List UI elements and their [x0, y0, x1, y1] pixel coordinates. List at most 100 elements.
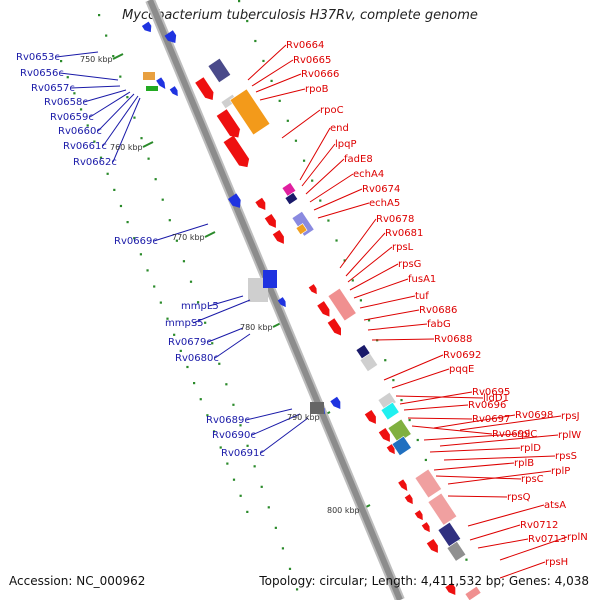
label-leader	[55, 51, 99, 58]
gene-label-reverse: Rv0690c	[212, 430, 256, 441]
tick-dot	[424, 458, 427, 462]
scale-label: 770 kbp	[172, 233, 205, 242]
label-leader	[459, 415, 562, 431]
label-leader	[208, 295, 244, 307]
gene-block	[391, 435, 412, 457]
label-leader	[423, 433, 518, 441]
tick-dot	[154, 178, 157, 181]
gene-block	[169, 86, 178, 97]
label-leader	[429, 447, 521, 453]
backbone-line	[147, 0, 403, 600]
label-leader	[371, 338, 435, 341]
label-leader	[477, 538, 529, 549]
gene-label-forward: rplN	[567, 532, 588, 543]
genome-title: Mycobacterium tuberculosis H37Rv, comple…	[122, 8, 478, 23]
tick-dot	[254, 39, 257, 43]
tick-dot	[392, 379, 395, 382]
tick-dot	[147, 157, 150, 160]
tick-dot	[416, 438, 419, 442]
gene-label-forward: end	[330, 123, 349, 134]
gene-label-reverse: mmpS5	[165, 318, 204, 329]
tick-dot	[105, 34, 108, 37]
tick-dot	[73, 92, 76, 95]
gene-label-forward: Rv0713	[528, 534, 566, 545]
gene-block	[207, 57, 232, 84]
gene-label-forward: rplD	[520, 443, 541, 454]
scale-tick	[142, 141, 154, 148]
tick-dot	[186, 365, 189, 369]
label-leader	[112, 97, 141, 163]
gene-label-forward: rpsJ	[561, 411, 580, 422]
gene-block	[295, 223, 308, 236]
tick-dot	[351, 279, 354, 282]
tick-dot	[288, 567, 292, 570]
tick-dot	[294, 139, 298, 142]
tick-dot	[335, 239, 338, 242]
tick-dot	[253, 465, 256, 468]
tick-dot	[262, 59, 265, 63]
label-leader	[469, 524, 521, 541]
tick-dot	[113, 188, 116, 191]
gene-block	[414, 510, 423, 521]
label-leader	[214, 333, 251, 359]
gene-label-reverse: Rv0660c	[58, 126, 102, 137]
gene-label-forward: Rv0686	[419, 305, 457, 316]
tick-dot	[133, 237, 136, 240]
scale-label: 780 kbp	[240, 323, 273, 332]
label-leader	[59, 72, 119, 81]
gene-label-forward: rpoB	[305, 84, 329, 95]
gene-block	[227, 193, 241, 208]
label-leader	[439, 434, 559, 447]
tick-dot	[161, 198, 164, 201]
scale-label: 750 kbp	[80, 55, 113, 64]
gene-block	[327, 287, 357, 322]
label-leader	[391, 368, 450, 389]
tick-dot	[206, 414, 209, 417]
label-leader	[433, 414, 516, 429]
tick-dot	[232, 403, 235, 406]
tick-dot	[159, 301, 162, 304]
tick-dot	[204, 321, 207, 324]
tick-dot	[225, 383, 228, 386]
tick-dot	[106, 172, 109, 175]
label-leader	[192, 299, 251, 324]
tick-dot	[238, 0, 241, 3]
gene-block	[327, 318, 341, 336]
gene-block	[143, 72, 155, 80]
gene-block	[229, 88, 271, 136]
label-leader	[433, 462, 515, 471]
gene-label-reverse: Rv0661c	[63, 141, 107, 152]
gene-label-reverse: Rv0658c	[44, 97, 88, 108]
label-leader	[347, 246, 393, 283]
gene-label-forward: rpsG	[398, 259, 421, 270]
gene-label-forward: pqqE	[449, 364, 474, 375]
label-leader	[301, 143, 336, 187]
label-leader	[499, 561, 546, 579]
gene-label-forward: Rv0678	[376, 214, 414, 225]
gene-block	[195, 77, 214, 100]
gene-block	[421, 522, 430, 533]
tick-dot	[99, 156, 103, 159]
tick-dot	[278, 99, 281, 102]
label-leader	[435, 475, 522, 480]
gene-label-forward: Rv0697	[472, 414, 510, 425]
tick-dot	[311, 179, 314, 182]
label-leader	[447, 495, 508, 498]
tick-dot	[274, 526, 277, 529]
gene-label-forward: rpsQ	[507, 492, 531, 503]
gene-block	[378, 427, 390, 442]
gene-label-forward: fabG	[427, 319, 451, 330]
gene-label-forward: tuf	[415, 291, 429, 302]
gene-block	[317, 301, 330, 317]
gene-block	[427, 492, 458, 526]
tick-dot	[146, 269, 149, 272]
label-leader	[403, 404, 469, 411]
scale-label: 790 kbp	[287, 413, 320, 422]
gene-label-forward: Rv0712	[520, 520, 558, 531]
tick-dot	[408, 418, 411, 422]
gene-block	[364, 409, 376, 424]
label-leader	[467, 504, 545, 527]
tick-dot	[199, 398, 202, 401]
tick-dot	[384, 359, 387, 362]
label-leader	[349, 263, 399, 291]
